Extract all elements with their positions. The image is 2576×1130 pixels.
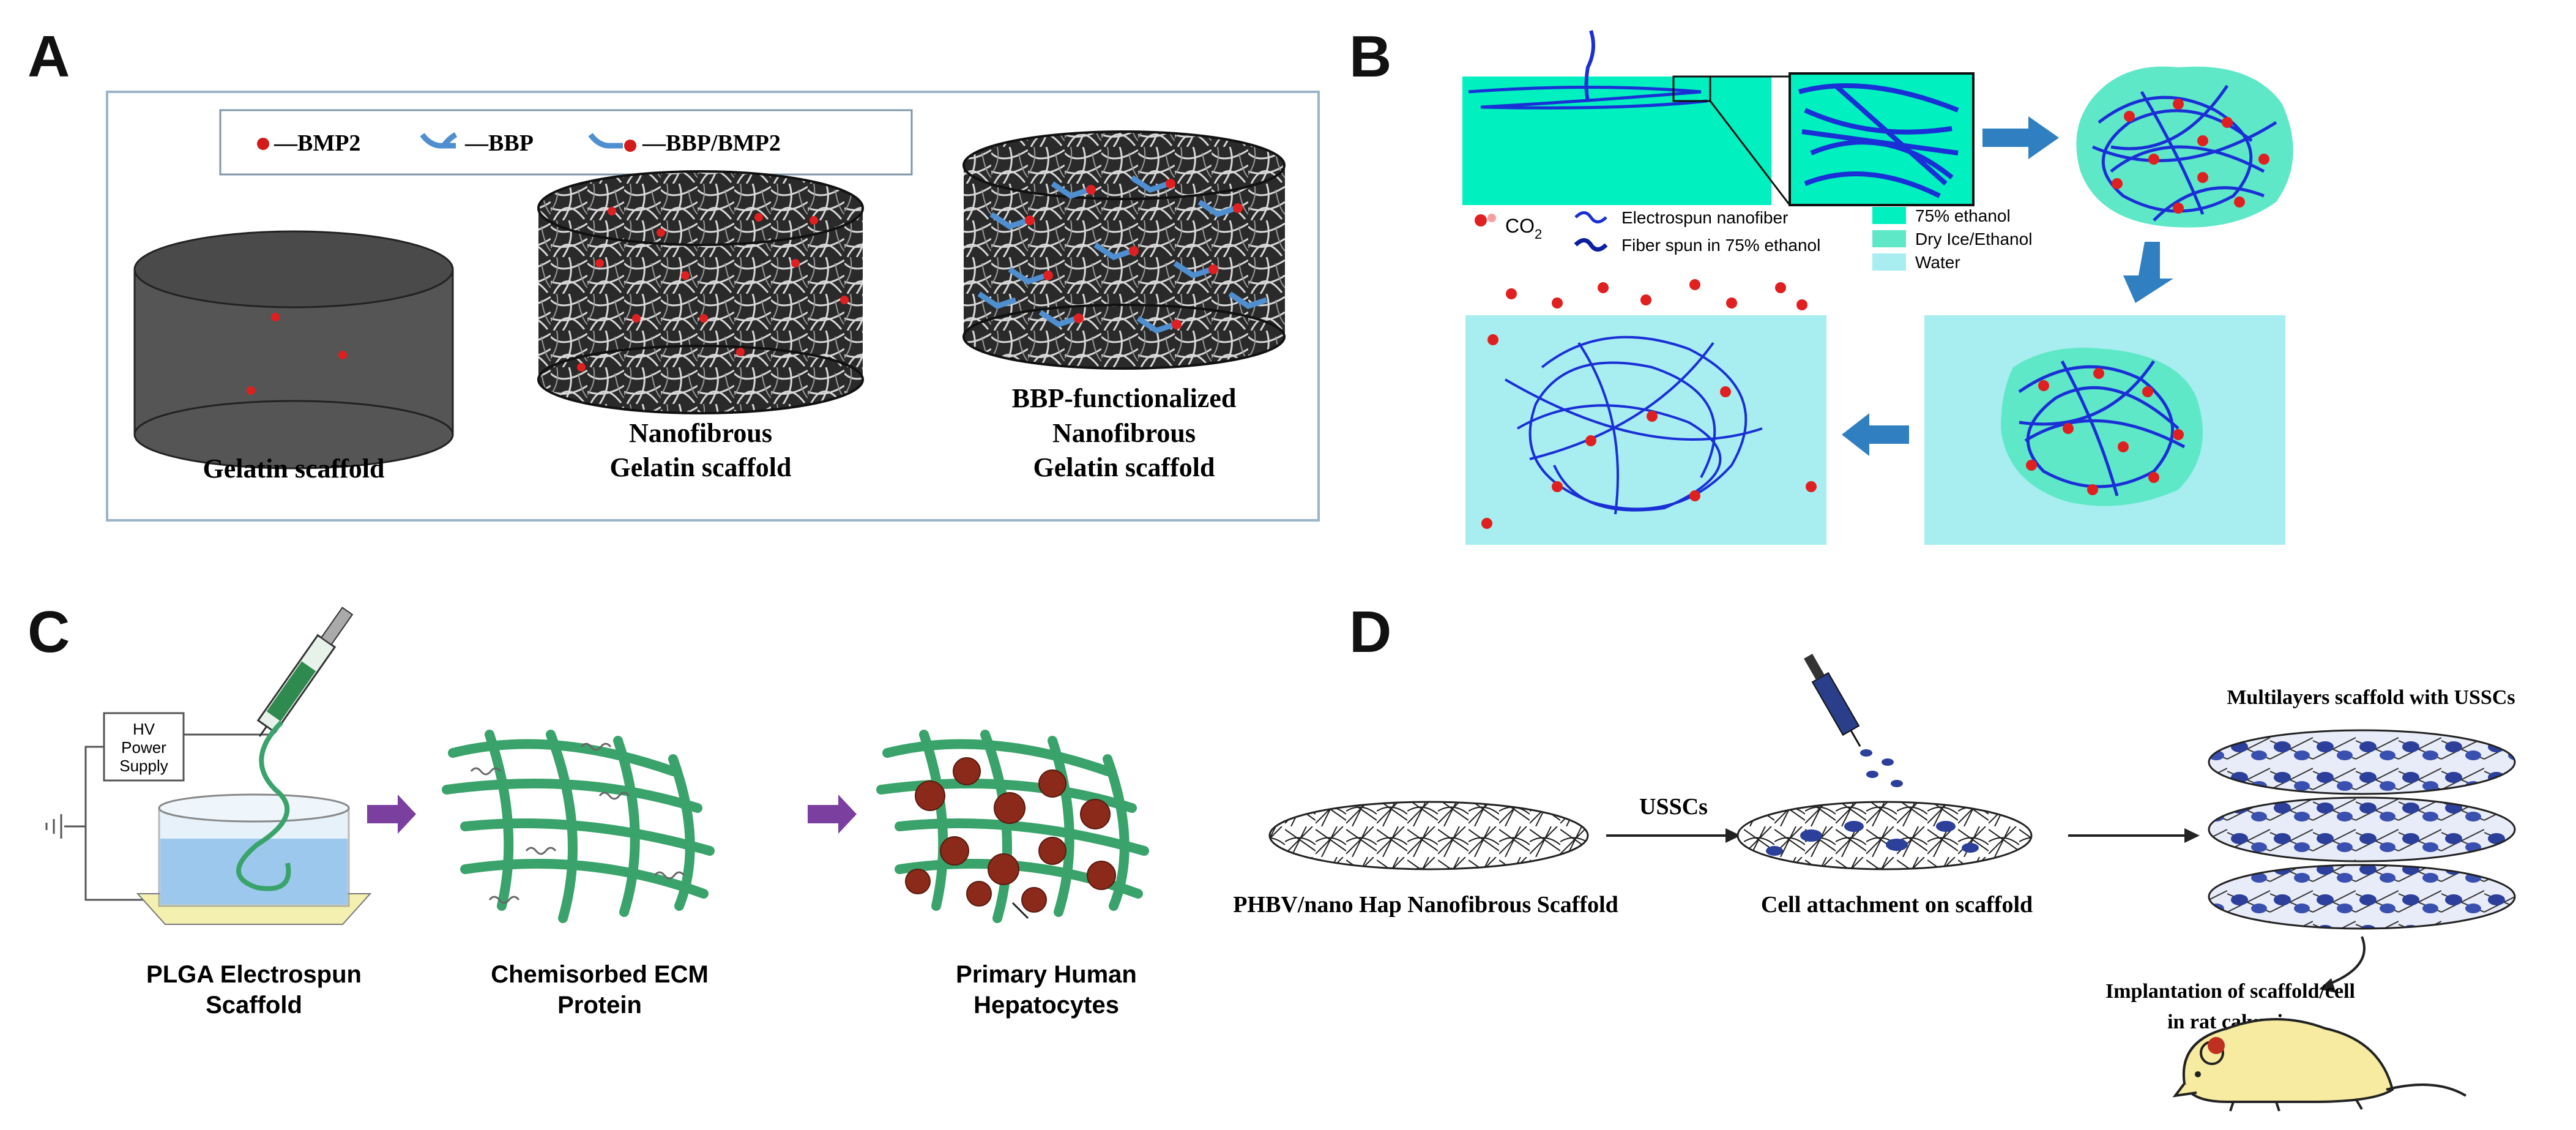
scaffold-label: PHBV/nano Hap Nanofibrous Scaffold — [1233, 892, 1618, 918]
arrow-right-icon — [1982, 116, 2059, 159]
step-c2-line2: Protein — [557, 992, 642, 1019]
fiber-ball-water — [2001, 348, 2203, 506]
ussc-label: USSCs — [1639, 794, 1708, 820]
legend-water: Water — [1915, 253, 1960, 272]
legend-dry-ice: Dry Ice/Ethanol — [1915, 230, 2032, 249]
arrow-right-icon — [367, 795, 416, 834]
panel-b-legend: CO2 Electrospun nanofiber Fiber spun in … — [1475, 206, 2032, 272]
gelatin-scaffold-cylinder — [133, 230, 454, 470]
legend-bbp-bmp2: —BBP/BMP2 — [642, 130, 781, 156]
nanofibrous-scaffold-cylinder — [537, 170, 864, 414]
bbp-functionalized-scaffold-cylinder — [962, 130, 1286, 370]
legend-co2: CO2 — [1505, 215, 1542, 242]
step-c3-line1: Primary Human — [956, 961, 1137, 988]
power-supply-line1: HV — [133, 720, 155, 738]
syringe-icon — [256, 607, 354, 737]
ecm-fiber-mesh — [442, 730, 715, 923]
attachment-label: Cell attachment on scaffold — [1761, 892, 2033, 918]
arrow-left-icon — [1842, 413, 1909, 456]
bbp-icon — [420, 132, 458, 149]
scaffold-a3-label-3: Gelatin scaffold — [1033, 452, 1215, 482]
multilayer-label: Multilayers scaffold with USSCs — [2227, 686, 2515, 709]
expanded-fiber — [1504, 335, 1763, 515]
legend-fiber-spun: Fiber spun in 75% ethanol — [1621, 236, 1820, 255]
electrospun-jet — [236, 720, 291, 891]
rat-icon — [2172, 1018, 2467, 1112]
step-c3-line2: Hepatocytes — [973, 992, 1119, 1019]
scaffold-a1-label: Gelatin scaffold — [203, 454, 385, 484]
power-supply-line2: Power — [121, 738, 166, 757]
step-c2-line1: Chemisorbed ECM — [491, 961, 709, 988]
arrow-right-icon — [808, 795, 857, 834]
panel-a-letter: A — [28, 24, 70, 89]
fiber-ball-dry-ice — [2076, 66, 2293, 228]
hepatocyte-fiber-mesh — [876, 730, 1149, 923]
syringe-icon — [1804, 654, 1861, 747]
electrospun-fiber-icon — [1574, 211, 1607, 223]
scaffold-a3-label-2: Nanofibrous — [1052, 418, 1196, 448]
scaffold-a3-label-1: BBP-functionalized — [1012, 383, 1237, 413]
panel-d-letter: D — [1349, 599, 1391, 665]
ethanol-bath — [1462, 77, 1771, 205]
multilayer-scaffold-stack — [2208, 729, 2516, 930]
water-bath-left — [1465, 315, 1826, 545]
panel-c-letter: C — [28, 599, 70, 665]
legend-bmp2: —BMP2 — [274, 130, 360, 156]
panel-a-legend: —BMP2 —BBP —BBP/BMP2 — [219, 109, 913, 176]
legend-ethanol: 75% ethanol — [1915, 206, 2011, 225]
phbv-scaffold — [1268, 801, 1589, 870]
panel-b-letter: B — [1349, 24, 1391, 89]
panel-d: D PHBV/nano Hap Nanofibrous Scaffold USS… — [1233, 599, 2516, 1112]
fiber-spun-icon — [1574, 238, 1608, 252]
collector-beaker — [136, 793, 372, 925]
panel-b: B — [1349, 24, 2293, 545]
step-c1-line2: Scaffold — [206, 992, 302, 1019]
cell-attachment-scaffold — [1737, 801, 2033, 870]
legend-bbp: —BBP — [464, 130, 534, 156]
scaffold-a2-label-1: Nanofibrous — [629, 418, 772, 448]
arrow-down-icon — [2123, 242, 2173, 303]
power-supply-line3: Supply — [119, 757, 168, 775]
hv-power-supply — [103, 712, 185, 782]
panel-c: C HV Power Supply PLGA Electrospun Scaff… — [28, 599, 1149, 1019]
bbp-bmp2-icon — [588, 133, 623, 149]
step-c1-line1: PLGA Electrospun — [146, 961, 362, 988]
fiber-zoom-box — [1789, 72, 1975, 206]
legend-electrospun: Electrospun nanofiber — [1621, 208, 1788, 227]
scaffold-a2-label-2: Gelatin scaffold — [610, 452, 792, 482]
bmp2-dot-icon — [257, 138, 269, 150]
implant-label-1: Implantation of scaffold/cell — [2105, 980, 2355, 1003]
panel-a: A —BMP2 —BBP —BBP/BMP2 Gelatin scaffold — [28, 24, 1320, 522]
